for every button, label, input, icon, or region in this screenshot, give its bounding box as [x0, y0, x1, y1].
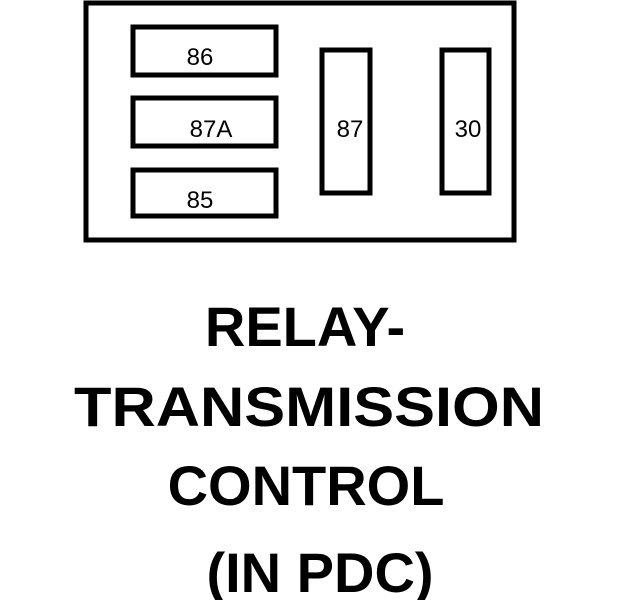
caption-line-3: CONTROL	[168, 454, 445, 517]
pin-86: 86	[130, 24, 279, 78]
pin-87: 87	[319, 47, 373, 196]
pin-87a-label: 87A	[190, 116, 233, 143]
caption-line-1: RELAY-	[205, 295, 405, 358]
pin-30-label: 30	[455, 116, 482, 143]
caption-line-4: (IN PDC)	[206, 541, 433, 600]
pin-86-terminal	[130, 24, 279, 78]
relay-caption: RELAY- TRANSMISSION CONTROL (IN PDC)	[74, 295, 544, 600]
pin-87-label: 87	[337, 116, 364, 143]
pin-85-label: 85	[187, 187, 214, 214]
pin-85-terminal	[130, 167, 279, 219]
pin-87a-terminal	[130, 95, 279, 149]
pin-87a: 87A	[130, 95, 279, 149]
caption-line-2: TRANSMISSION	[74, 375, 544, 438]
pin-30: 30	[439, 47, 492, 196]
pin-30-terminal	[439, 47, 492, 196]
relay-housing	[83, 0, 517, 243]
pin-87-terminal	[319, 47, 373, 196]
pin-86-label: 86	[187, 44, 214, 71]
pin-85: 85	[130, 167, 279, 219]
